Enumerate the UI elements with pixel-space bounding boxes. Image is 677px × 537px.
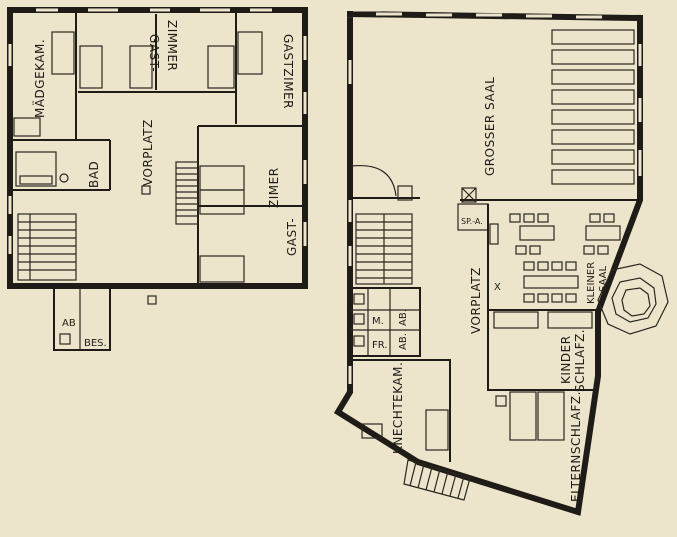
room-label-m: M. [372,316,384,327]
room-label-bes: BES. [84,338,107,349]
room-label-gastzimmer-top-2: ZIMMER [165,20,179,71]
left-floor-plan: MÄDGEKAM. GAST- ZIMMER GASTZIMER VORPLAT… [7,7,308,351]
seating-grosser-saal [551,29,635,185]
room-label-knechtekam: KNECHTEKAM. [391,362,405,454]
room-label-spa: SP.-A. [461,217,483,226]
entrance-stairs [403,459,471,501]
room-label-gastzimmer-top-1: GAST- [147,34,161,72]
x-mark: X [494,282,501,293]
left-staircase [17,213,77,281]
room-label-grosser-saal: GROSSER SAAL [483,77,497,176]
room-label-kinder-1: KINDER [559,335,573,384]
right-staircase [355,213,413,285]
room-label-gastzimer-right: GASTZIMER [281,34,295,109]
room-label-vorplatz-right: VORPLATZ [469,267,483,334]
room-label-kleiner-saal-1: KLEINER [586,262,597,304]
tables-kleiner-saal [489,213,621,303]
room-label-vorplatz: VORPLATZ [141,119,155,186]
room-label-maedgekam: MÄDGEKAM. [32,39,47,118]
room-label-ab-lower: AB. [398,333,409,350]
central-staircase [175,161,199,225]
right-floor-plan: GROSSER SAAL SP.-A. KLEINER SAAL VORPLAT… [333,10,669,516]
room-label-ab: AB [62,318,76,329]
room-label-kinder-2: SCHLAFZ. [573,329,587,392]
octagonal-bay [597,263,669,335]
room-label-kleiner-saal-2: SAAL [598,266,609,292]
room-label-fr: FR. [372,340,388,351]
room-label-ab-upper: AB. [398,309,409,326]
room-label-gastzimer-lower-1: GAST- [285,218,299,256]
room-label-elternschlafz: ELTERNSCHLAFZ. [569,391,583,502]
room-label-gastzimer-lower-2: ZIMER [267,167,281,208]
room-label-bad: BAD [87,161,101,188]
